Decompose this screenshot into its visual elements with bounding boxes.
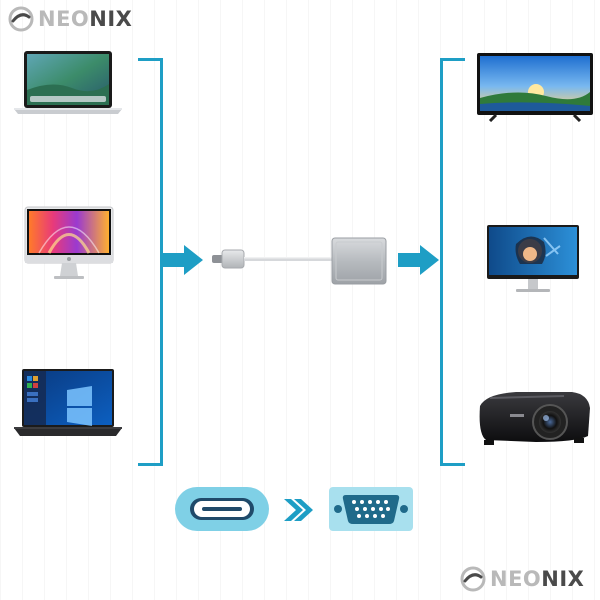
- video-projector-icon: [476, 384, 592, 448]
- macbook-laptop-icon: [12, 50, 124, 116]
- imac-desktop-icon: [24, 206, 114, 282]
- swirl-logo-icon: [8, 6, 34, 32]
- arrow-right-icon: [162, 244, 204, 276]
- vga-port-icon: [328, 486, 414, 532]
- output-bracket: [440, 58, 465, 466]
- flat-tv-icon: [476, 52, 594, 122]
- usb-c-to-vga-adapter-icon: [210, 234, 390, 290]
- usb-c-port-icon: [174, 486, 270, 532]
- source-bracket: [138, 58, 163, 466]
- swirl-logo-icon: [460, 566, 486, 592]
- windows-laptop-icon: [12, 368, 124, 438]
- computer-monitor-icon: [486, 224, 580, 296]
- double-chevron-icon: [282, 496, 316, 524]
- brand-name-part2: NIX: [541, 566, 585, 591]
- brand-name-part1: NEO: [490, 566, 542, 591]
- brand-name-part1: NEO: [38, 6, 90, 31]
- arrow-right-icon: [398, 244, 440, 276]
- brand-name-part2: NIX: [89, 6, 133, 31]
